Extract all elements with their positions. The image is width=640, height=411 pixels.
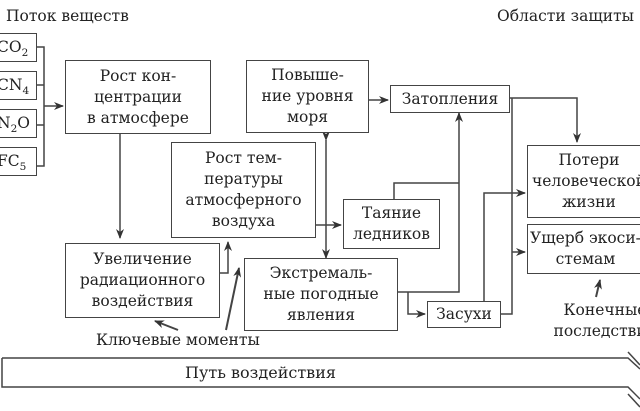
gas-subscript: 5 [19,161,27,173]
gas-box-fc5: FC5 [0,147,37,176]
gas-formula: N [0,114,11,132]
node-extreme-weather: Экстремаль- ные погодные явления [244,258,398,331]
node-droughts: Засухи [427,301,501,328]
node-flooding: Затопления [390,85,510,113]
gas-bracket [37,46,45,167]
line-glacier-up [393,182,459,199]
gas-formula-tail: O [17,114,30,132]
impact-path-arrow [1,357,640,400]
arrow-droughts-to-human-loss [483,189,526,301]
gas-subscript: 2 [21,47,29,59]
gas-box-n2o: N2O [0,109,37,138]
arrow-extreme-to-flooding [398,112,463,293]
arrow-extreme-to-droughts [407,292,426,318]
pointer-key-moments-right [225,267,242,331]
arrow-flooding-to-human-loss [509,97,581,143]
gas-subscript: 2 [10,123,18,135]
node-glacier-melting: Таяние ледников [343,199,440,249]
node-temperature-growth: Рост тем- пературы атмосферного воздуха [171,142,316,238]
gas-subscript: 4 [22,85,30,97]
header-substance-flow: Поток веществ [6,7,129,25]
annotation-key-moments: Ключевые моменты [96,331,260,349]
gas-formula: CN [0,76,23,94]
gas-formula: FC [0,152,20,170]
node-radiative-forcing: Увеличение радиационного воздействия [65,243,220,318]
gas-formula: CO [0,38,22,56]
gas-box-cn4: CN4 [0,71,37,100]
annotation-end-consequences: Конечные последствия [553,301,640,340]
header-protection-areas: Области защиты [497,7,634,25]
node-ecosystem-damage: Ущерб экоси- стемам [527,224,640,274]
impact-path-label: Путь воздействия [185,363,336,382]
node-concentration-growth: Рост кон- центрации в атмосфере [65,60,211,134]
pointer-end-consequences [594,279,602,298]
line-flooding-collector [501,98,513,315]
node-sea-level-rise: Повыше- ние уровня моря [246,60,369,133]
pointer-key-moments-left [154,320,179,331]
arrow-radiative-to-temperature [219,241,232,274]
node-human-life-loss: Потери человеческой жизни [527,145,640,218]
gas-box-co2: CO2 [0,33,37,62]
